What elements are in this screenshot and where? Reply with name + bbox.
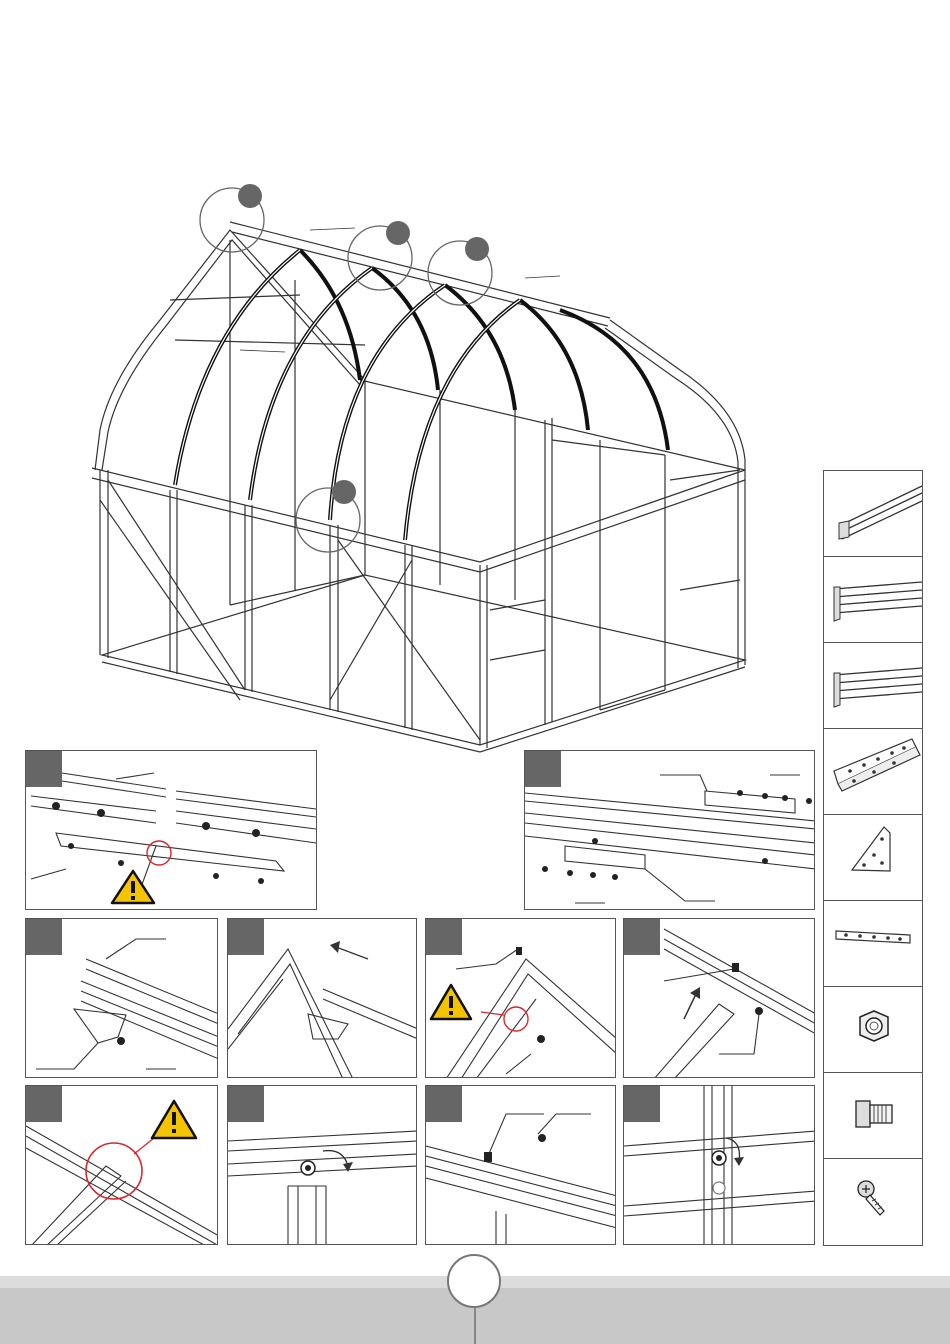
callout-marker-1 (238, 184, 262, 208)
flat-joint-plate-icon (824, 901, 922, 987)
side-profile-icon (824, 643, 922, 729)
step-1-panel (25, 750, 317, 910)
step-9-panel (425, 1085, 616, 1245)
warning-step-1-icon (112, 871, 154, 903)
roof-ridge-profile-icon (824, 471, 922, 557)
page-number-badge (447, 1254, 501, 1308)
step-4-panel (227, 918, 417, 1078)
greenhouse-illustration (0, 0, 950, 760)
screw-icon (824, 1159, 922, 1245)
step-6-panel (623, 918, 815, 1078)
hex-nut-icon (824, 987, 922, 1073)
footer-divider (474, 1306, 476, 1344)
warning-step-7-icon (152, 1101, 196, 1138)
step-3-panel (25, 918, 218, 1078)
parts-column (823, 470, 923, 1246)
angle-bracket-icon (824, 729, 922, 815)
callout-marker-2 (386, 221, 410, 245)
warning-step-5-icon (431, 985, 471, 1019)
square-head-bolt-icon (824, 1073, 922, 1159)
step-7-panel (25, 1085, 218, 1245)
gutter-profile-icon (824, 557, 922, 643)
step-2-panel (524, 750, 815, 910)
step-5-panel (425, 918, 616, 1078)
step-8-panel (227, 1085, 417, 1245)
callout-marker-4 (332, 480, 356, 504)
corner-plate-icon (824, 815, 922, 901)
step-10-panel (623, 1085, 815, 1245)
callout-marker-3 (465, 237, 489, 261)
